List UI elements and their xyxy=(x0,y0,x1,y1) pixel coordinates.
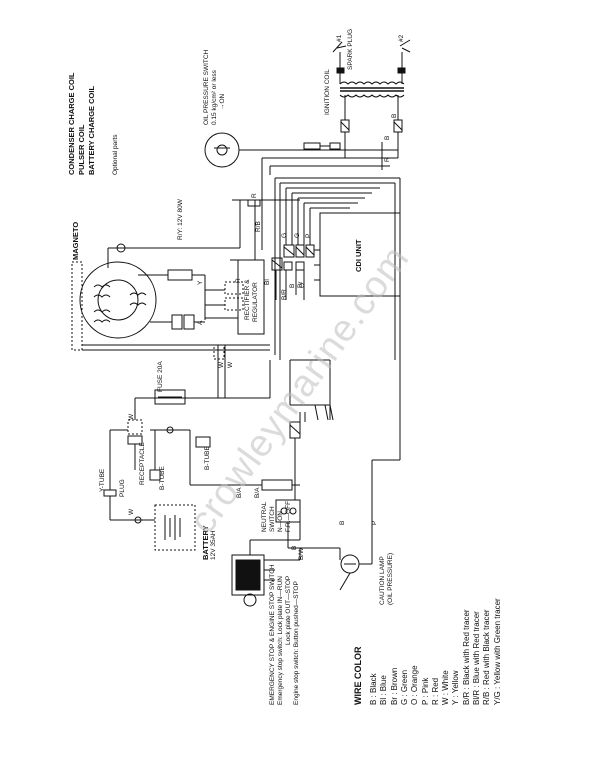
label-btube1: B-TUBE xyxy=(159,466,166,490)
wire-label: B xyxy=(339,520,346,525)
label-oil-switch-spec2: →ON xyxy=(219,93,226,110)
label-receptacle: RECEPTACLE xyxy=(139,442,146,485)
wire-color-item: W : White xyxy=(441,670,451,705)
label-ry: R/Y: 12V 80W xyxy=(177,199,184,240)
label-fuse: FUSE 20A xyxy=(157,361,164,392)
wire-label: R xyxy=(384,157,391,162)
wire-label: W xyxy=(218,361,225,368)
wire-label: B/A xyxy=(254,487,261,498)
emergency-stop-switch xyxy=(231,500,301,607)
wire-color-item: B : Black xyxy=(369,673,378,705)
label-oil-switch-spec1: 0.15 kg/cm² or less xyxy=(211,70,218,125)
label-rectifier1: RECTIFIER & xyxy=(244,279,251,320)
wire-color-item: Br : Brown xyxy=(389,667,399,705)
label-coil1: CONDENSER CHARGE COIL xyxy=(67,72,76,175)
wire-label: B xyxy=(391,113,398,118)
wire-color-title: WIRE COLOR xyxy=(353,646,363,706)
wire-color-item: Y : Yellow xyxy=(451,670,461,705)
label-ignition-coil: IGNITION COIL xyxy=(324,69,331,115)
wire-label: B xyxy=(289,283,296,288)
wire-label: G xyxy=(281,232,288,238)
receptacle-tubes xyxy=(127,397,300,491)
wire-color-item: R/B : Red with Black tracer xyxy=(482,609,492,705)
label-neutral2: SWITCH xyxy=(269,506,276,532)
wire-color-item: Bl : Blue xyxy=(379,675,389,705)
magneto xyxy=(71,200,270,351)
wire-label: W xyxy=(128,508,135,515)
ignition-coil xyxy=(339,81,405,158)
label-neutral3: N—ON xyxy=(277,511,284,532)
label-spark-plug: SPARK PLUG xyxy=(347,28,354,70)
label-em2: Emergency stop switch: Lock plate IN—RUN xyxy=(277,576,284,705)
wire-label: Y xyxy=(197,280,204,285)
caution-lamp xyxy=(339,530,373,591)
label-em4: Engine stop switch: Button pushed—STOP xyxy=(293,581,300,705)
wire-label: A xyxy=(197,320,204,325)
wire-color-item: Bl/R : Blue with Red tracer xyxy=(472,611,481,705)
cdi-connectors xyxy=(271,244,320,300)
wire-color-item: G : Green xyxy=(399,669,409,705)
battery-group xyxy=(103,429,196,551)
wire-color-item: O : Orange xyxy=(410,665,420,705)
oil-pressure-switch xyxy=(204,132,268,168)
label-magneto: MAGNETO xyxy=(71,221,80,260)
wire-label: W xyxy=(227,361,234,368)
wire-color-item: P : Pink xyxy=(420,677,430,705)
wire-label: P xyxy=(371,520,378,525)
wire-label: B xyxy=(384,135,391,140)
wire-label: B/W xyxy=(298,547,305,560)
rectifier-regulator xyxy=(205,199,300,335)
wire-color-item: R : Red xyxy=(430,677,440,705)
wire-color-item: B/R : Black with Red tracer xyxy=(461,609,471,705)
wire-label: P xyxy=(305,233,312,238)
wire-label: G xyxy=(294,232,301,238)
label-caution2: (OIL PRESSURE) xyxy=(387,552,394,605)
label-em3: Lock plate OUT—STOP xyxy=(285,575,292,645)
wire-label: O xyxy=(299,282,306,288)
label-btube2: B-TUBE xyxy=(204,446,211,470)
label-caution1: CAUTION LAMP xyxy=(379,556,386,605)
cdi-unit-box xyxy=(319,212,401,297)
label-plug: PLUG xyxy=(119,479,126,497)
label-coil3: BATTERY CHARGE COIL xyxy=(87,85,96,175)
label-coil2: PULSER COIL xyxy=(77,124,86,175)
mid-wiring xyxy=(150,344,401,530)
wire-color-item: Y/G : Yellow with Green tracer xyxy=(492,598,502,705)
wire-label: R/B xyxy=(255,221,262,232)
wire-label: R xyxy=(251,193,258,198)
wire-label: B/R xyxy=(281,289,288,300)
wire-label: R xyxy=(235,278,242,283)
wire-bundle xyxy=(261,142,401,360)
label-plug2: #2 xyxy=(398,34,405,42)
label-em1: EMERGENCY STOP & ENGINE STOP SWITCH xyxy=(269,564,276,705)
label-neutral4: F.R.—OFF xyxy=(285,500,292,532)
spark-plug-group xyxy=(332,39,411,84)
wire-label: W xyxy=(128,413,135,420)
label-plug1: #1 xyxy=(336,34,343,42)
label-neutral1: NEUTRAL xyxy=(261,501,268,532)
label-optional: Optional parts xyxy=(112,134,119,175)
label-rectifier2: REGULATOR xyxy=(252,282,259,322)
label-oil-switch-title: OIL PRESSURE SWITCH xyxy=(203,49,210,125)
label-ytube: Y-TUBE xyxy=(99,468,106,492)
wire-label: Bl xyxy=(264,279,271,285)
